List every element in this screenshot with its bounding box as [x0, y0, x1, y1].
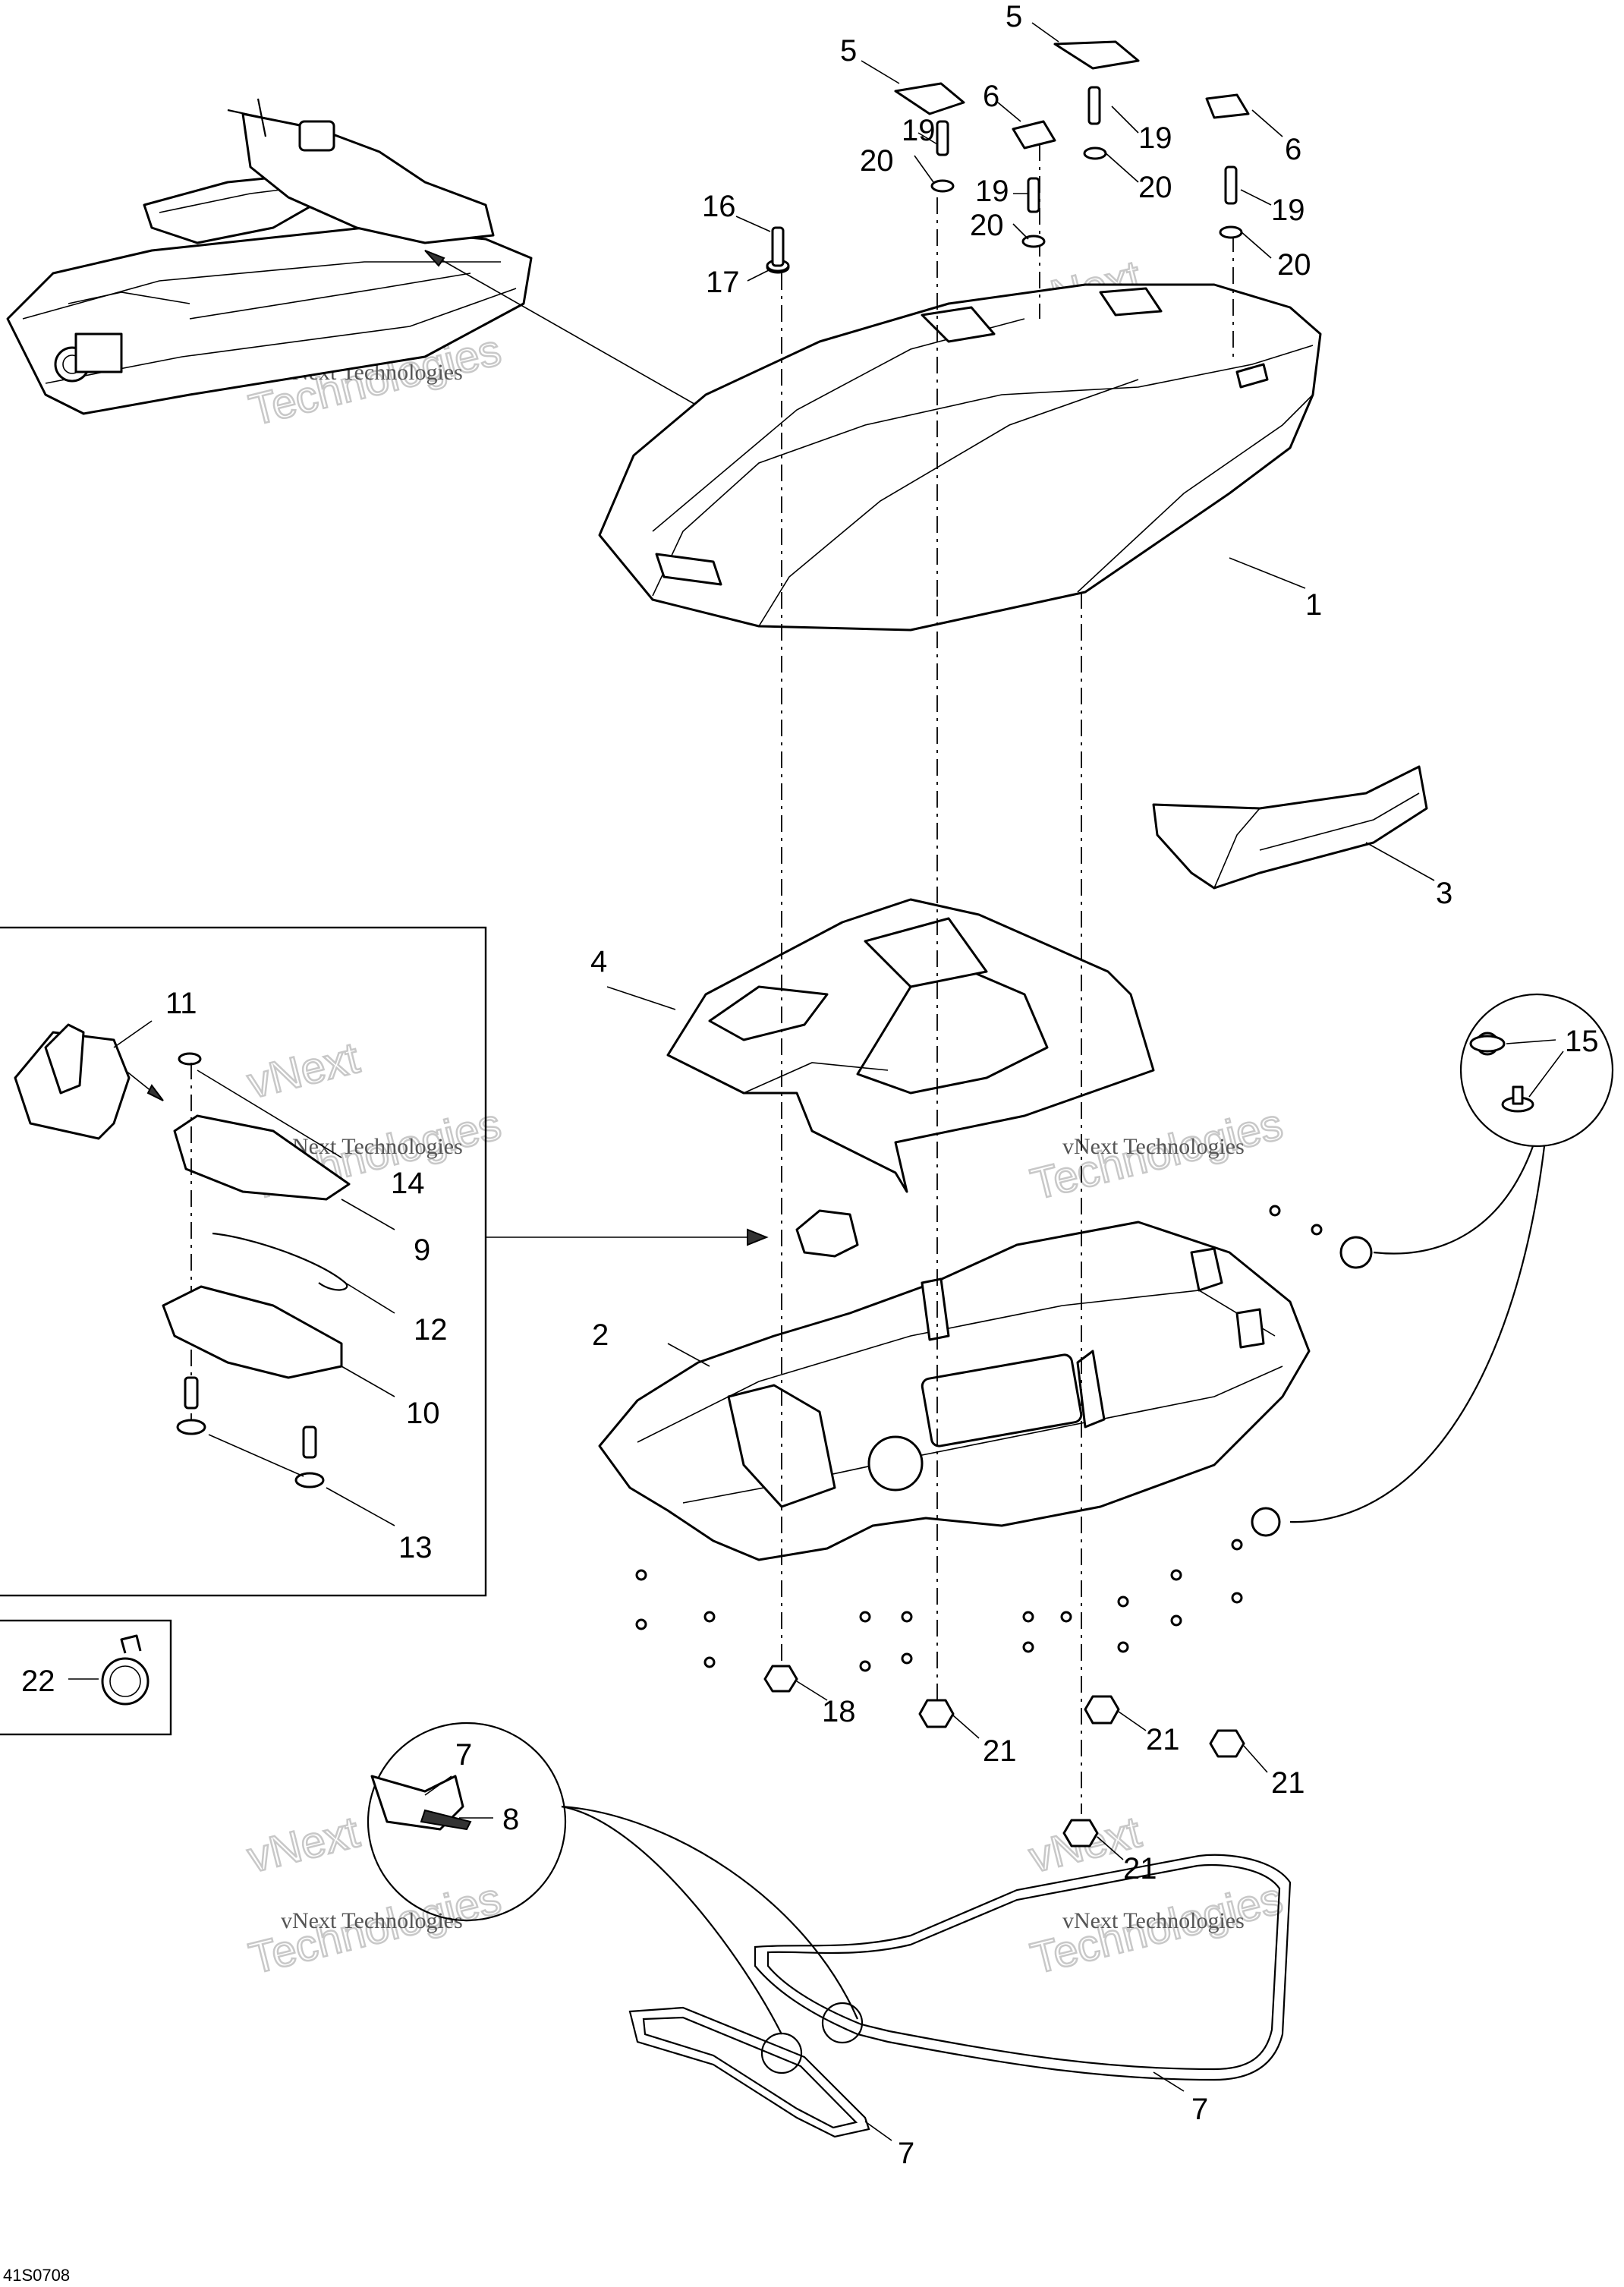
callout-19-d: 19	[1271, 194, 1305, 227]
watermark-small-text: vNext Technologies	[1062, 1134, 1245, 1159]
part-4-storage-bin	[606, 898, 1155, 1193]
callout-7-small-seal: 7	[898, 2137, 914, 2170]
watercraft-overview	[6, 98, 699, 415]
callout-7-large-seal: 7	[1191, 2093, 1208, 2126]
callout-7-detail: 7	[455, 1738, 472, 1772]
callout-17: 17	[706, 266, 740, 299]
callout-5-right: 5	[1006, 0, 1022, 33]
part-2-bottom-tray	[598, 1209, 1311, 1561]
watermark-big-text: vNext	[243, 1033, 364, 1108]
latch-kit-box	[0, 926, 769, 1597]
callout-19-c: 19	[975, 175, 1009, 208]
watermark-big-text: vNext	[243, 1807, 364, 1882]
lower-fasteners	[635, 1205, 1323, 1860]
callout-6-right: 6	[1285, 133, 1301, 166]
callout-10: 10	[406, 1397, 440, 1430]
callout-3: 3	[1436, 877, 1452, 910]
callout-12: 12	[414, 1313, 448, 1347]
callout-20-d: 20	[1277, 248, 1311, 282]
callout-22: 22	[21, 1665, 55, 1698]
part-1-storage-cover	[598, 283, 1322, 632]
callout-11: 11	[165, 987, 197, 1020]
callout-21-d: 21	[1123, 1852, 1157, 1885]
callout-1: 1	[1305, 588, 1322, 622]
callout-21-b: 21	[1146, 1723, 1180, 1756]
part-7-seals	[628, 1854, 1292, 2141]
watermark-small-text: vNext Technologies	[281, 1134, 463, 1159]
callout-6-left: 6	[983, 80, 999, 113]
figure-code: 41S0708	[3, 2266, 70, 2285]
watermark-small-text: vNext Technologies	[281, 1908, 463, 1933]
callout-21-c: 21	[1271, 1766, 1305, 1800]
watermark-small-text: vNext Technologies	[1062, 1908, 1245, 1933]
callout-14: 14	[391, 1167, 425, 1200]
part-3-deflector	[1152, 765, 1435, 890]
callout-19-a: 19	[902, 114, 936, 147]
part-22-clamp-box	[0, 1619, 172, 1736]
callout-20-b: 20	[1138, 171, 1172, 204]
callout-15: 15	[1565, 1025, 1599, 1058]
callout-18: 18	[822, 1695, 856, 1728]
callout-5-left: 5	[840, 34, 857, 68]
callout-9: 9	[414, 1233, 430, 1267]
callout-20-c: 20	[970, 209, 1004, 242]
part-15-detail	[1251, 993, 1614, 1537]
top-fasteners	[735, 22, 1283, 282]
callout-4: 4	[590, 945, 607, 978]
callout-21-a: 21	[983, 1734, 1017, 1768]
callout-2: 2	[592, 1318, 609, 1352]
callout-19-b: 19	[1138, 121, 1172, 155]
callout-labels: 1 2 3 4 5 5 6 6 19 19 19 19 20 20 20 20 …	[21, 0, 1599, 2170]
callout-16: 16	[702, 190, 736, 223]
callout-13: 13	[398, 1531, 433, 1564]
callout-20-a: 20	[860, 144, 894, 178]
callout-8: 8	[502, 1803, 519, 1836]
seal-detail	[367, 1722, 859, 2035]
alignment-lines	[781, 144, 1234, 1814]
watermark-bottom-left: vNext Technologies vNext Technologies	[242, 1807, 507, 1985]
